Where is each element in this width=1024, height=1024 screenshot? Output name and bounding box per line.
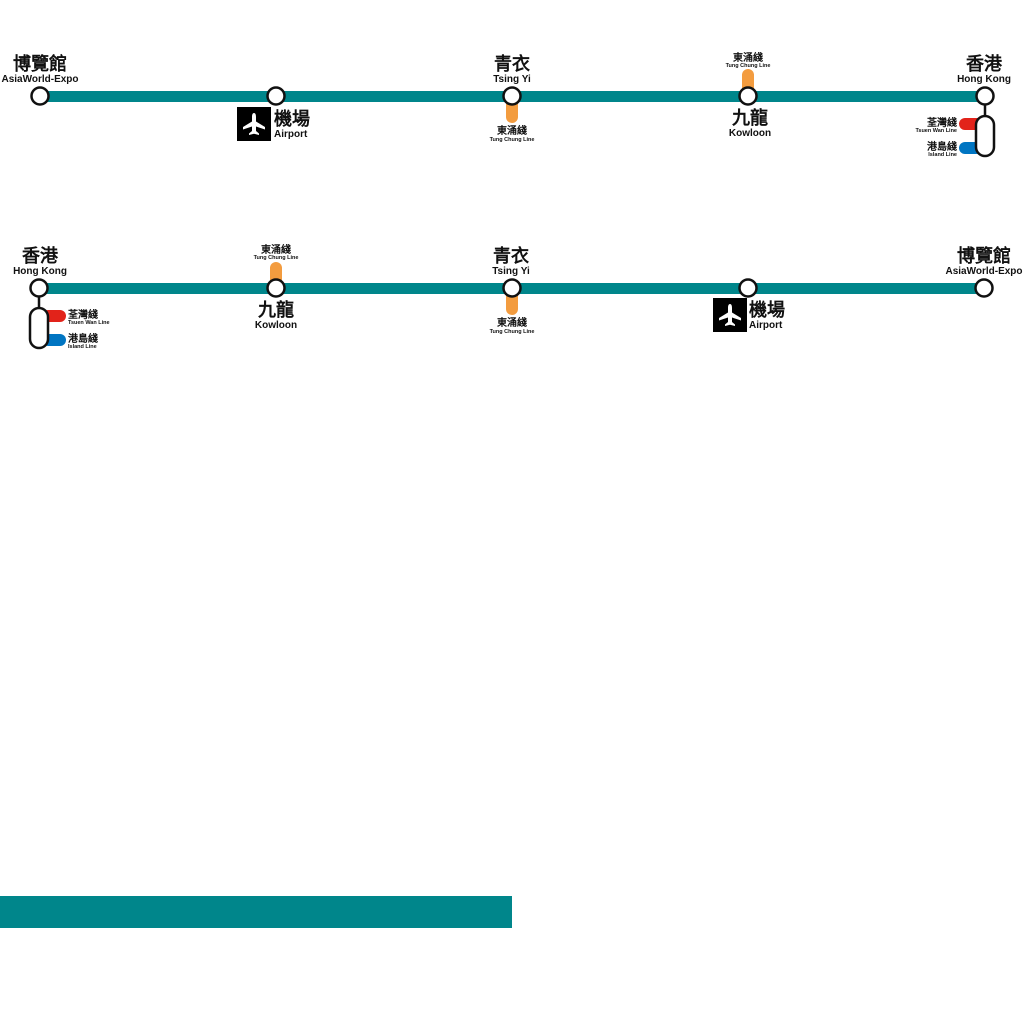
- station-hong-kong[interactable]: 香港 Hong Kong 荃灣綫 Tsuen Wan Line 港島綫 Isla…: [13, 246, 110, 350]
- station-name-en: Hong Kong: [13, 266, 67, 277]
- row-1: 博覽館 AsiaWorld-Expo 機場 Airport 青衣 Tsing Y…: [1, 51, 1010, 158]
- island-line-en: Island Line: [68, 344, 97, 350]
- station-name-en: Airport: [274, 129, 308, 140]
- interchange-line-zh: 東涌綫: [261, 243, 291, 256]
- station-marker[interactable]: [502, 278, 522, 298]
- station-kowloon[interactable]: 東涌綫 Tung Chung Line 九龍 Kowloon: [254, 243, 299, 331]
- station-name-zh: 香港: [21, 246, 59, 267]
- tsuen-wan-line-zh: 荃灣綫: [927, 116, 957, 129]
- station-asiaworld-expo[interactable]: 博覽館 AsiaWorld-Expo: [1, 53, 79, 106]
- station-marker[interactable]: [266, 86, 286, 106]
- island-line-en: Island Line: [928, 152, 957, 158]
- interchange-line-zh: 東涌綫: [497, 124, 527, 137]
- row-2: 香港 Hong Kong 荃灣綫 Tsuen Wan Line 港島綫 Isla…: [13, 243, 1022, 350]
- interchange-line-zh: 東涌綫: [733, 51, 763, 64]
- station-name-zh: 機場: [749, 299, 785, 321]
- station-asiaworld-expo[interactable]: 博覽館 AsiaWorld-Expo: [945, 245, 1023, 298]
- station-tsing-yi[interactable]: 青衣 Tsing Yi 東涌綫 Tung Chung Line: [490, 53, 535, 143]
- station-kowloon[interactable]: 東涌綫 Tung Chung Line 九龍 Kowloon: [726, 51, 772, 139]
- station-name-zh: 博覽館: [957, 245, 1011, 267]
- station-marker[interactable]: [30, 86, 50, 106]
- station-name-zh: 青衣: [494, 53, 530, 75]
- station-name-en: Airport: [749, 320, 783, 331]
- station-marker[interactable]: [974, 278, 994, 298]
- station-marker[interactable]: [738, 278, 758, 298]
- station-airport[interactable]: 機場 Airport: [237, 86, 310, 142]
- station-marker[interactable]: [502, 86, 522, 106]
- island-line-zh: 港島綫: [68, 332, 98, 345]
- station-name-zh: 香港: [965, 54, 1003, 75]
- station-marker[interactable]: [266, 278, 286, 298]
- station-name-zh: 機場: [274, 108, 310, 130]
- tsuen-wan-line-en: Tsuen Wan Line: [68, 320, 110, 326]
- interchange-line-zh: 東涌綫: [497, 316, 527, 329]
- interchange-capsule: [974, 114, 996, 158]
- interchange-line-en: Tung Chung Line: [726, 63, 771, 69]
- tsuen-wan-line-zh: 荃灣綫: [68, 308, 98, 321]
- station-tsing-yi[interactable]: 青衣 Tsing Yi 東涌綫 Tung Chung Line: [490, 245, 535, 335]
- station-name-zh: 博覽館: [13, 53, 67, 75]
- station-name-zh: 青衣: [493, 245, 529, 267]
- station-hong-kong[interactable]: 香港 Hong Kong 荃灣綫 Tsuen Wan Line 港島綫 Isla…: [915, 54, 1011, 158]
- station-marker[interactable]: [738, 86, 758, 106]
- island-line-zh: 港島綫: [927, 140, 957, 153]
- station-name-en: Tsing Yi: [493, 74, 531, 85]
- station-name-en: Tsing Yi: [492, 266, 530, 277]
- interchange-line-en: Tung Chung Line: [490, 137, 535, 143]
- station-name-en: Kowloon: [729, 128, 771, 139]
- airport-express-line-swatch: [0, 896, 512, 928]
- station-airport[interactable]: 機場 Airport: [713, 278, 785, 333]
- station-name-zh: 九龍: [257, 299, 294, 321]
- station-name-en: AsiaWorld-Expo: [945, 266, 1022, 277]
- interchange-capsule: [28, 306, 50, 350]
- tsuen-wan-line-en: Tsuen Wan Line: [915, 128, 957, 134]
- station-name-en: AsiaWorld-Expo: [1, 74, 78, 85]
- station-name-en: Kowloon: [255, 320, 297, 331]
- station-marker[interactable]: [975, 86, 995, 106]
- interchange-line-en: Tung Chung Line: [490, 329, 535, 335]
- station-name-en: Hong Kong: [957, 74, 1011, 85]
- station-marker[interactable]: [29, 278, 49, 298]
- interchange-line-en: Tung Chung Line: [254, 255, 299, 261]
- station-name-zh: 九龍: [731, 107, 768, 129]
